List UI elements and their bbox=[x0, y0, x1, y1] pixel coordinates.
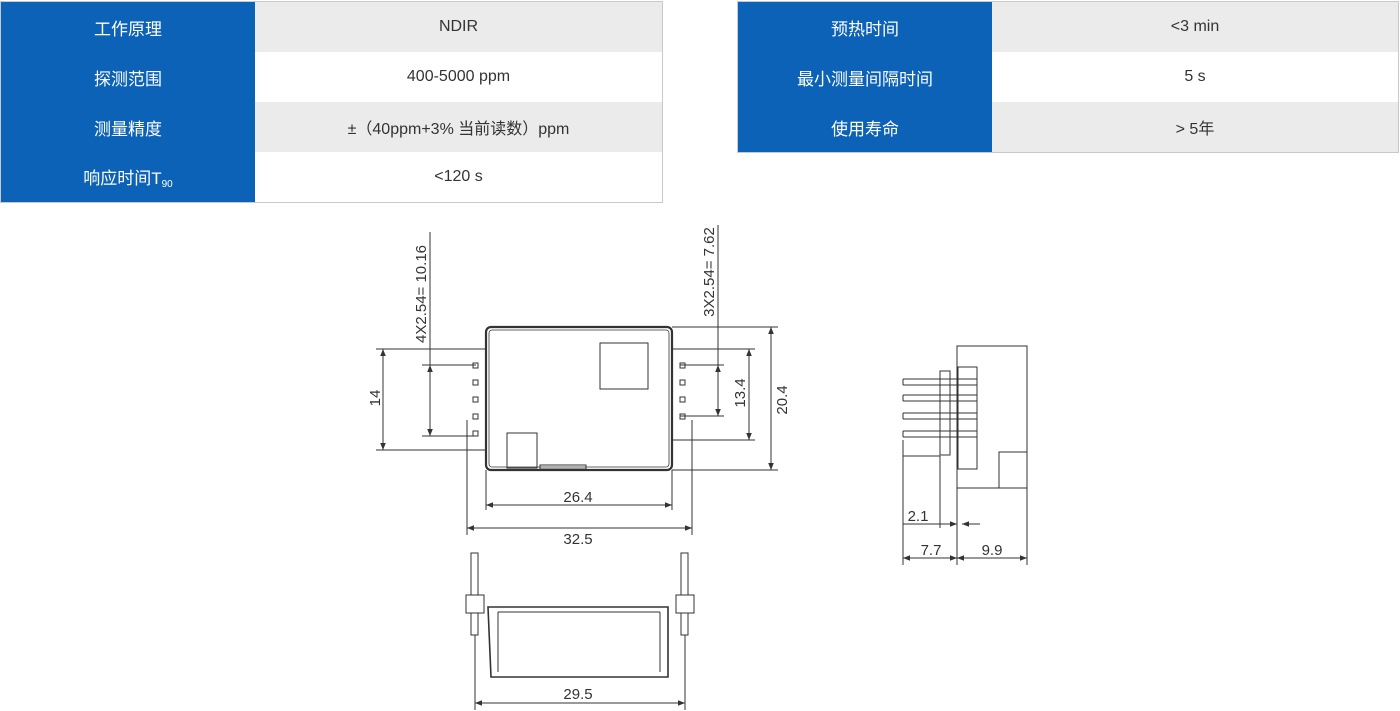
spec-table-left: 工作原理 NDIR 探测范围 400-5000 ppm 测量精度 ±（40ppm… bbox=[0, 1, 663, 203]
spec-row: 探测范围 400-5000 ppm bbox=[0, 52, 663, 102]
front-pin-left bbox=[465, 552, 485, 636]
spec-label: 使用寿命 bbox=[737, 102, 992, 153]
spec-row: 测量精度 ±（40ppm+3% 当前读数）ppm bbox=[0, 102, 663, 152]
dim-label-14: 14 bbox=[367, 390, 384, 407]
dim-label-pitch-right: 3X2.54= 7.62 bbox=[701, 227, 718, 317]
bottom-tab bbox=[539, 464, 587, 470]
dim-label-29-5: 29.5 bbox=[563, 686, 592, 703]
dim-label-20-4: 20.4 bbox=[774, 385, 791, 414]
dim-label-26-4: 26.4 bbox=[563, 489, 592, 506]
dim-label-32-5: 32.5 bbox=[563, 531, 592, 548]
side-view bbox=[902, 345, 1028, 565]
spec-value: > 5年 bbox=[992, 102, 1399, 153]
spec-label: 测量精度 bbox=[0, 102, 255, 152]
dim-label-7-7: 7.7 bbox=[921, 542, 942, 559]
spec-label: 最小测量间隔时间 bbox=[737, 52, 992, 102]
front-view bbox=[465, 552, 695, 710]
front-body bbox=[487, 606, 669, 678]
spec-value: 5 s bbox=[992, 52, 1399, 102]
dim-label-pitch-left: 4X2.54= 10.16 bbox=[413, 245, 430, 343]
spec-value: <3 min bbox=[992, 1, 1399, 52]
top-view bbox=[376, 225, 778, 535]
dim-label-9-9: 9.9 bbox=[982, 542, 1003, 559]
spec-value: NDIR bbox=[255, 1, 663, 52]
side-tab bbox=[998, 451, 1028, 489]
spec-label-text: 响应时间T bbox=[83, 169, 162, 188]
spec-label-subscript: 90 bbox=[161, 179, 173, 190]
dim-label-13-4: 13.4 bbox=[732, 378, 749, 407]
spec-row: 使用寿命 > 5年 bbox=[737, 102, 1399, 153]
spec-row: 预热时间 <3 min bbox=[737, 1, 1399, 52]
pin-pads-right bbox=[679, 362, 686, 420]
side-connector bbox=[957, 366, 978, 470]
spec-row: 响应时间T90 <120 s bbox=[0, 152, 663, 203]
dim-label-2-1: 2.1 bbox=[908, 508, 929, 525]
module-body-inner bbox=[488, 329, 670, 468]
module-body-outline bbox=[484, 325, 674, 472]
spec-value: <120 s bbox=[255, 152, 663, 203]
spec-label: 预热时间 bbox=[737, 1, 992, 52]
side-pins bbox=[902, 370, 977, 456]
sensor-window bbox=[599, 342, 649, 390]
side-body bbox=[956, 345, 1028, 489]
spec-value: 400-5000 ppm bbox=[255, 52, 663, 102]
front-pin-right bbox=[675, 552, 695, 636]
connector-block bbox=[506, 432, 538, 469]
pin-pads-left bbox=[472, 362, 479, 437]
spec-label: 工作原理 bbox=[0, 1, 255, 52]
spec-label: 探测范围 bbox=[0, 52, 255, 102]
spec-label: 响应时间T90 bbox=[0, 152, 255, 203]
spec-row: 工作原理 NDIR bbox=[0, 1, 663, 52]
spec-value: ±（40ppm+3% 当前读数）ppm bbox=[255, 102, 663, 152]
spec-row: 最小测量间隔时间 5 s bbox=[737, 52, 1399, 102]
spec-table-right: 预热时间 <3 min 最小测量间隔时间 5 s 使用寿命 > 5年 bbox=[737, 1, 1399, 153]
